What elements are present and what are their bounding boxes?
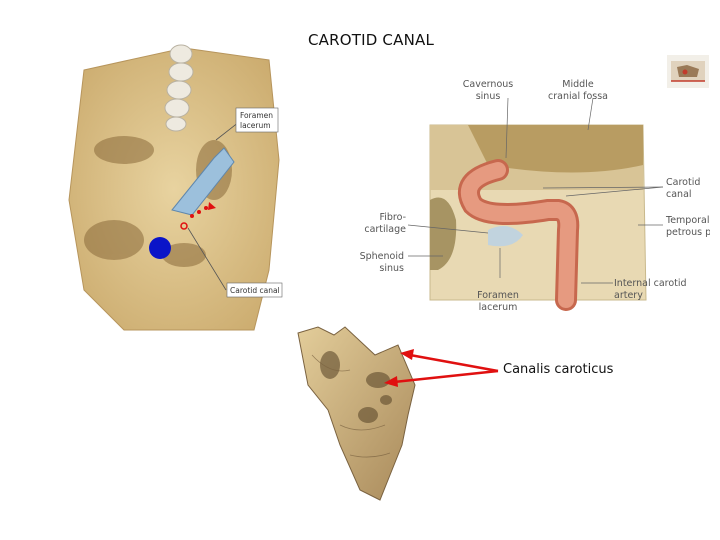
label-temporal-petrous-line1: Temporal: [665, 215, 710, 226]
skull-base-illustration: Foramen lacerum Carotid canal: [68, 44, 283, 331]
label-carotid-canal-right-line1: Carotid: [666, 177, 700, 188]
label-fibrocartilage-line1: Fibro-: [379, 212, 406, 223]
temporal-bone-illustration: [297, 326, 499, 501]
label-sphenoid-sinus-line1: Sphenoid: [360, 251, 404, 262]
label-cavernous-sinus-line1: Cavernous: [463, 79, 514, 90]
label-internal-carotid-artery-line2: artery: [614, 290, 643, 301]
label-carotid-canal-left: Carotid canal: [230, 286, 280, 295]
canalis-arrows: [384, 349, 499, 387]
label-internal-carotid-artery-line1: Internal carotid: [614, 278, 687, 289]
thumbnail-image: [667, 55, 709, 88]
carotid-canal-cross-section: Cavernous sinus Middle cranial fossa Car…: [360, 79, 710, 313]
label-middle-cranial-fossa-line2: cranial fossa: [548, 91, 608, 102]
label-fibrocartilage-line2: cartilage: [364, 224, 406, 235]
label-middle-cranial-fossa-line1: Middle: [562, 79, 594, 90]
carotid-path-marks: [180, 202, 216, 230]
marker-dot: [149, 237, 171, 259]
label-foramen-lacerum-line2: lacerum: [240, 121, 271, 130]
label-canalis-caroticus: Canalis caroticus: [503, 362, 614, 377]
label-foramen-lacerum-right-line1: Foramen: [477, 290, 519, 301]
label-carotid-canal-right-line2: canal: [666, 189, 692, 200]
label-sphenoid-sinus-line2: sinus: [379, 263, 404, 274]
label-foramen-lacerum-right-line2: lacerum: [479, 302, 518, 313]
label-foramen-lacerum-line1: Foramen: [240, 111, 273, 120]
label-temporal-petrous-line2: petrous p: [666, 227, 710, 238]
page-title: CAROTID CANAL: [307, 31, 435, 49]
label-cavernous-sinus-line2: sinus: [476, 91, 501, 102]
